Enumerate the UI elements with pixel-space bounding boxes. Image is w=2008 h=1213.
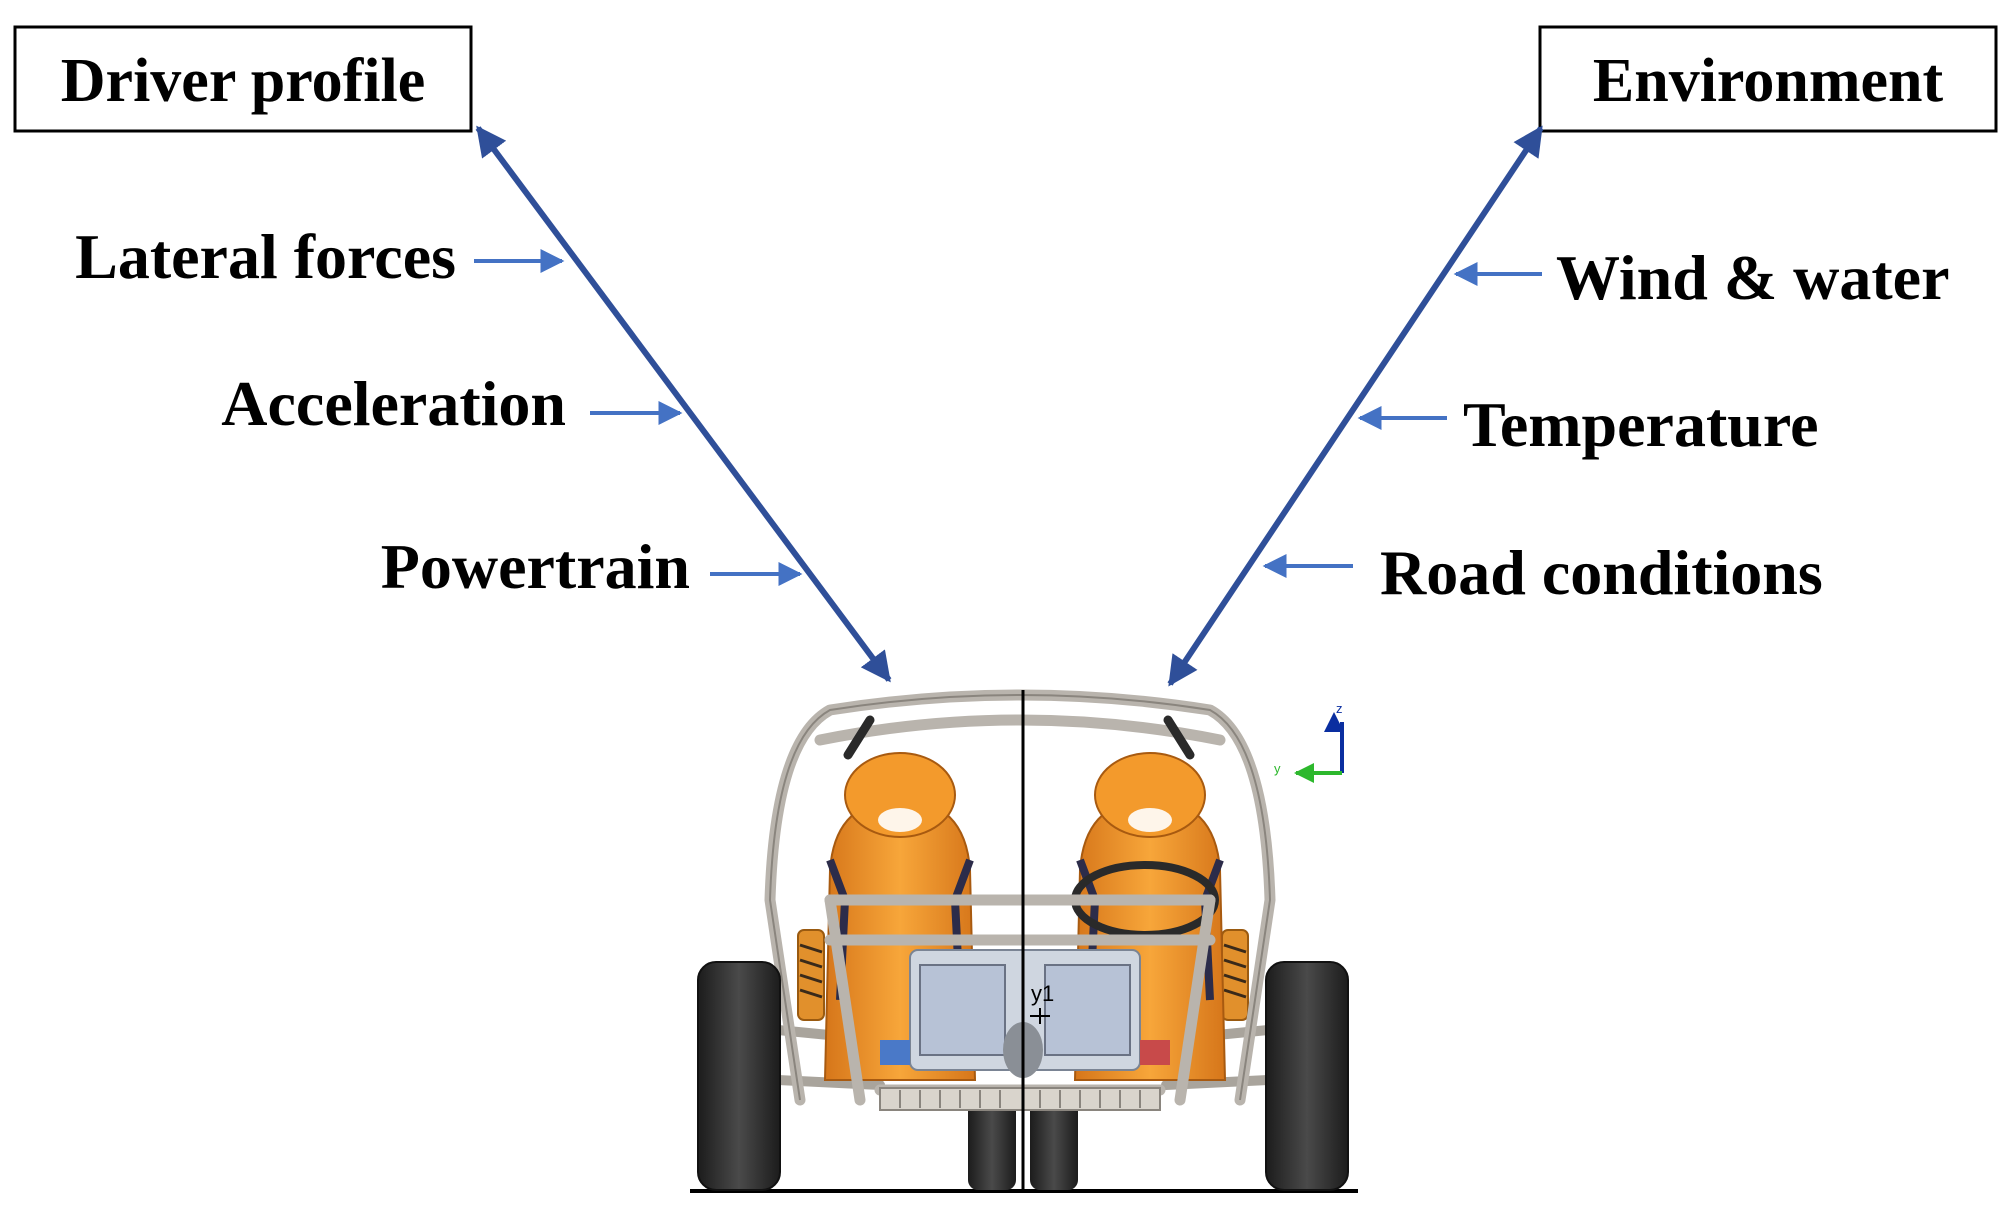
driver-profile-arrow <box>475 125 892 683</box>
driver-profile-label: Driver profile <box>61 47 425 115</box>
environment-label: Environment <box>1593 47 1944 115</box>
axis-z-label: z <box>1336 701 1343 716</box>
driver-profile-box: Driver profile <box>13 25 473 133</box>
vehicle-marker-label: y1 <box>1031 981 1054 1006</box>
factor-acceleration: Acceleration <box>221 368 566 439</box>
environment-box: Environment <box>1538 25 1998 133</box>
factor-temperature: Temperature <box>1463 389 1819 460</box>
factor-wind-water: Wind & water <box>1556 242 1949 313</box>
environment-arrow <box>1167 125 1544 687</box>
axis-y-label: y <box>1274 761 1281 776</box>
factor-lateral-forces: Lateral forces <box>75 221 456 292</box>
factor-road-conditions: Road conditions <box>1380 537 1823 608</box>
coordinate-axes-icon: z y <box>1274 701 1344 783</box>
factor-powertrain: Powertrain <box>381 531 690 602</box>
vehicle-illustration: y1 <box>690 689 1358 1193</box>
